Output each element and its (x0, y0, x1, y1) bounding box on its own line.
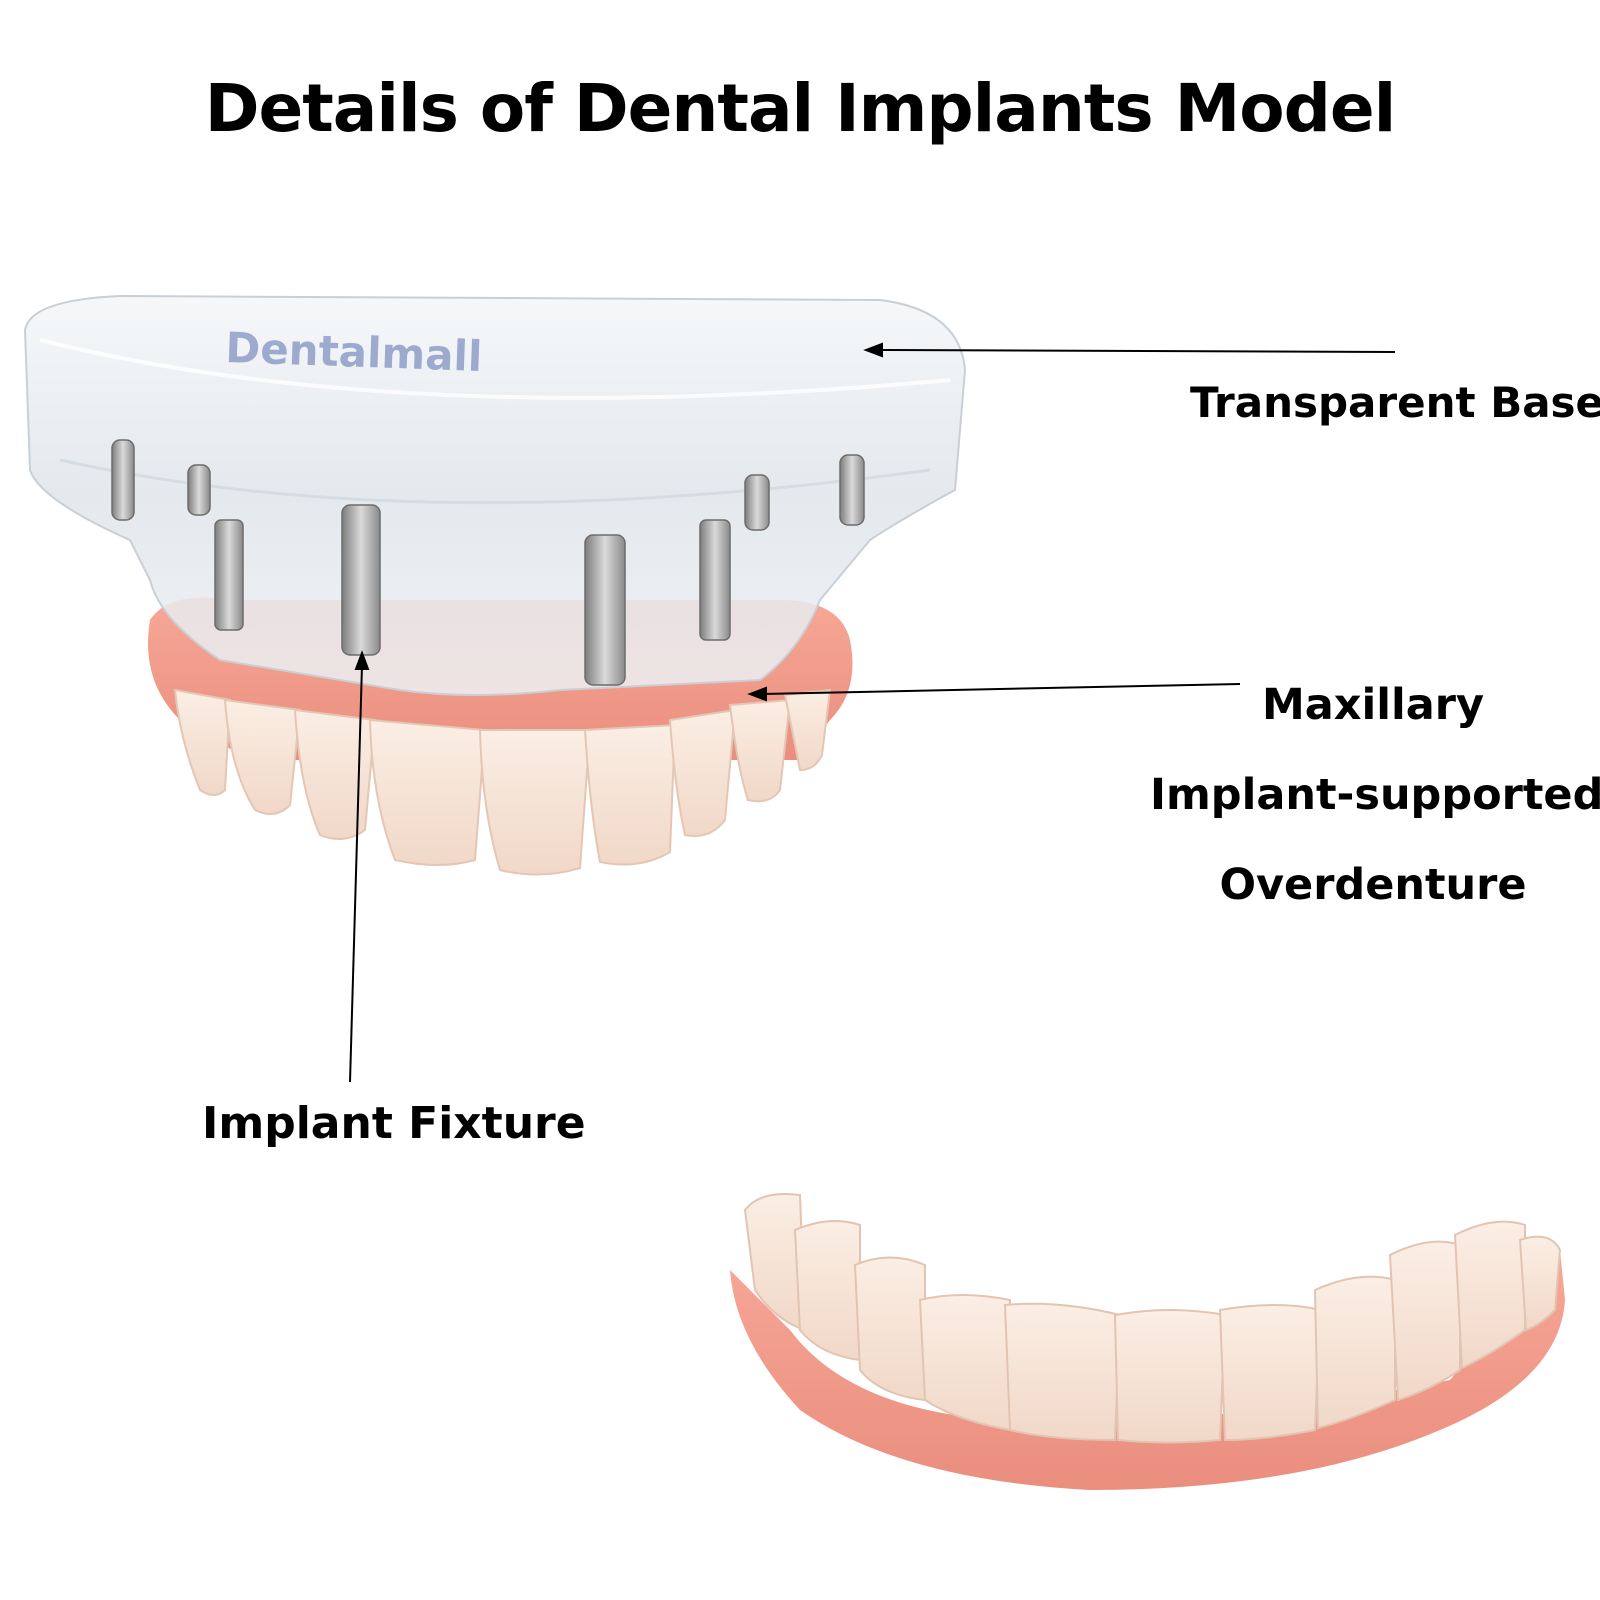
brand-watermark: Dentalmall (225, 323, 484, 381)
overdenture-piece (730, 1193, 1565, 1490)
overdenture-teeth (743, 1193, 1562, 1444)
arrowhead-transparent-base (863, 342, 883, 358)
overdenture-label-line2: Implant-supported (1150, 770, 1600, 820)
overdenture-label-line1: Maxillary (1261, 680, 1484, 730)
callout-line-overdenture (761, 683, 1241, 695)
callout-line-transparent-base (877, 349, 1396, 353)
arrowhead-overdenture (747, 686, 767, 702)
callout-lines (349, 342, 1396, 1083)
upper-model: Dentalmall (23, 294, 967, 876)
upper-teeth (173, 688, 832, 876)
implants (111, 439, 865, 686)
page-title: Details of Dental Implants Model (204, 70, 1397, 147)
callout-line-implant-fixture (349, 664, 363, 1083)
transparent-base-label: Transparent Base (1190, 378, 1600, 427)
overdenture-gum (730, 1250, 1565, 1490)
arrowhead-implant-fixture (354, 650, 370, 670)
overdenture-label: Maxillary Implant-supported Overdenture (1150, 660, 1600, 930)
implant-fixture-label: Implant Fixture (202, 1098, 586, 1149)
overdenture-label-line3: Overdenture (1219, 860, 1527, 910)
